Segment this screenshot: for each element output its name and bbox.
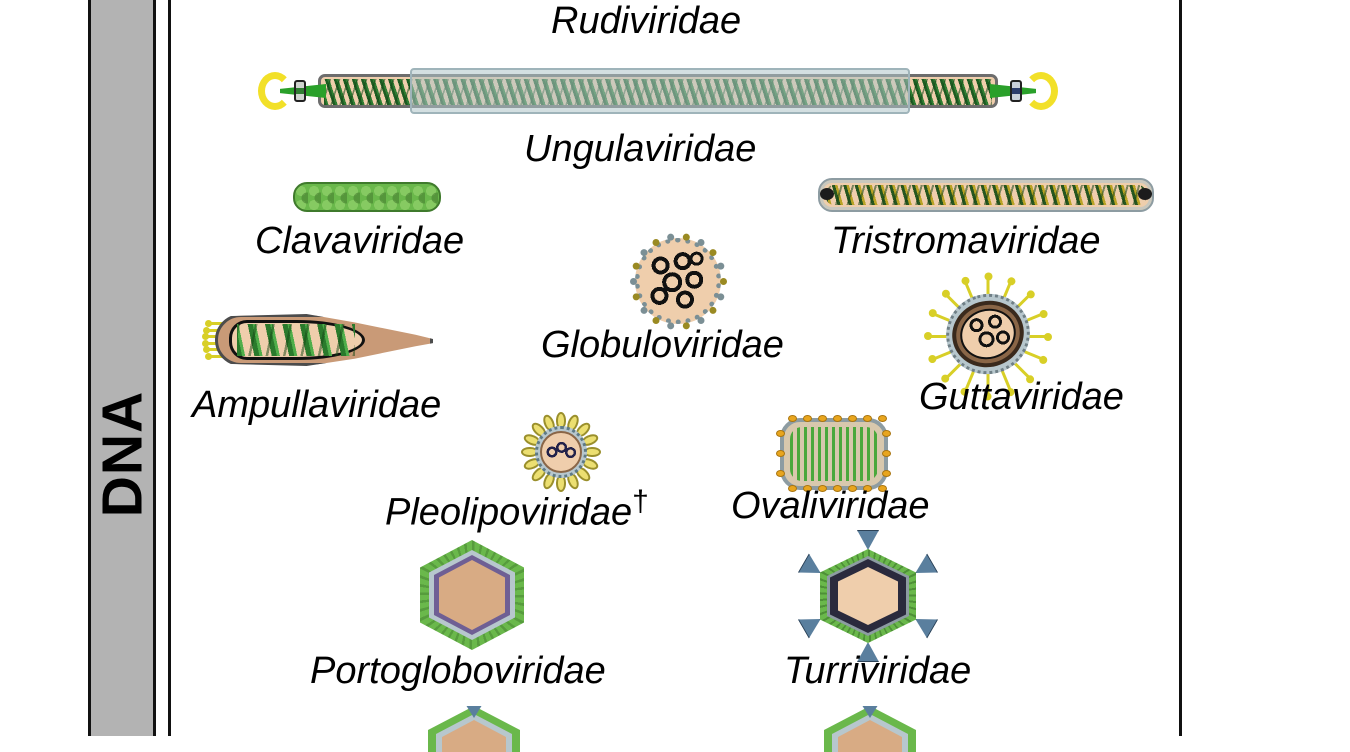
globuloviridae-stud <box>640 248 648 256</box>
ovaliviridae-dot <box>833 485 842 492</box>
rudiviridae-terminal-fiber-left <box>258 72 292 110</box>
globuloviridae-stud <box>708 248 716 256</box>
globuloviridae-stud <box>716 292 724 300</box>
clipped-left-body <box>428 706 520 752</box>
tristromaviridae-nucleocapsid <box>826 185 1146 205</box>
particle-portogloboviridae <box>420 540 524 650</box>
particle-rudiviridae <box>258 62 1058 120</box>
pleolipoviridae-genome <box>546 441 576 461</box>
ovaliviridae-dot <box>803 485 812 492</box>
label-guttaviridae: Guttaviridae <box>919 376 1124 418</box>
ovaliviridae-dot <box>833 415 842 422</box>
dagger-symbol: † <box>632 485 649 518</box>
globuloviridae-stud <box>716 262 724 270</box>
particle-globuloviridae <box>629 233 727 329</box>
globuloviridae-stud <box>640 306 648 314</box>
particle-pleolipoviridae <box>518 412 604 492</box>
globuloviridae-stud <box>708 306 716 314</box>
ovaliviridae-striated-core <box>790 427 878 481</box>
panel-right-rule <box>1179 0 1182 736</box>
rudiviridae-collar-right <box>1010 80 1022 102</box>
ovaliviridae-dot <box>776 470 785 477</box>
rudiviridae-sheath <box>410 68 910 114</box>
globuloviridae-stud <box>697 316 704 324</box>
globuloviridae-stud <box>629 277 637 285</box>
particle-ovaliviridae <box>776 415 891 492</box>
label-tristromaviridae: Tristromaviridae <box>831 220 1101 262</box>
label-ungulaviridae: Ungulaviridae <box>524 128 757 170</box>
portogloboviridae-core <box>439 560 505 630</box>
ovaliviridae-dot <box>788 415 797 422</box>
globuloviridae-stud <box>666 233 674 241</box>
particle-clipped-right <box>824 706 916 752</box>
ovaliviridae-dot <box>882 430 891 437</box>
ovaliviridae-dot <box>818 415 827 422</box>
clipped-right-body <box>824 706 916 752</box>
rudiviridae-terminal-fiber-right <box>1024 72 1058 110</box>
label-clavaviridae: Clavaviridae <box>255 220 465 262</box>
ovaliviridae-dot <box>848 415 857 422</box>
ovaliviridae-dot <box>878 415 887 422</box>
panel-left-rule <box>168 0 171 736</box>
globuloviridae-stud <box>652 316 659 324</box>
label-ovaliviridae: Ovaliviridae <box>731 485 930 527</box>
ovaliviridae-dot <box>863 485 872 492</box>
guttaviridae-fiber <box>1022 332 1052 341</box>
turriviridae-turret <box>857 530 879 550</box>
ovaliviridae-dot <box>863 415 872 422</box>
ovaliviridae-dot <box>776 430 785 437</box>
ovaliviridae-dot <box>776 450 785 457</box>
globuloviridae-nucleoprotein <box>649 250 707 312</box>
label-pleolipoviridae-text: Pleolipoviridae <box>385 491 633 534</box>
rudiviridae-collar-left <box>294 80 306 102</box>
guttaviridae-genome <box>964 312 1014 356</box>
ampullaviridae-nucleocapsid <box>237 324 355 356</box>
category-band-dna <box>88 0 156 736</box>
particle-tristromaviridae <box>818 178 1154 212</box>
globuloviridae-stud <box>697 238 704 246</box>
globuloviridae-stud <box>666 321 674 329</box>
globuloviridae-stud <box>719 277 727 285</box>
label-ampullaviridae: Ampullaviridae <box>192 384 442 426</box>
ovaliviridae-dot <box>818 485 827 492</box>
globuloviridae-stud <box>682 233 690 241</box>
label-rudiviridae: Rudiviridae <box>551 0 742 42</box>
globuloviridae-stud <box>632 262 640 270</box>
ovaliviridae-dot <box>788 485 797 492</box>
tristromaviridae-end-right <box>1138 188 1152 200</box>
ovaliviridae-dot <box>848 485 857 492</box>
ovaliviridae-dot <box>803 415 812 422</box>
ovaliviridae-dot <box>882 470 891 477</box>
globuloviridae-surface-studs <box>629 233 727 329</box>
tristromaviridae-end-left <box>820 188 834 200</box>
particle-ampullaviridae <box>201 308 433 372</box>
globuloviridae-stud <box>632 292 640 300</box>
globuloviridae-stud <box>652 238 659 246</box>
particle-guttaviridae <box>928 276 1052 397</box>
label-portogloboviridae: Portogloboviridae <box>310 650 606 692</box>
particle-clipped-left <box>428 706 520 752</box>
particle-clavaviridae <box>293 182 441 212</box>
label-globuloviridae: Globuloviridae <box>541 324 784 366</box>
particle-turriviridae <box>812 530 924 652</box>
turriviridae-core <box>838 567 898 625</box>
clavaviridae-capsid <box>293 182 441 212</box>
ovaliviridae-dot <box>882 450 891 457</box>
ovaliviridae-dot <box>878 485 887 492</box>
label-pleolipoviridae: Pleolipoviridae† <box>385 487 649 532</box>
virus-morphology-figure: DNA Rudiviridae Ungulaviridae Clavavirid… <box>0 0 1350 730</box>
globuloviridae-stud <box>682 321 690 329</box>
label-turriviridae: Turriviridae <box>784 650 972 692</box>
